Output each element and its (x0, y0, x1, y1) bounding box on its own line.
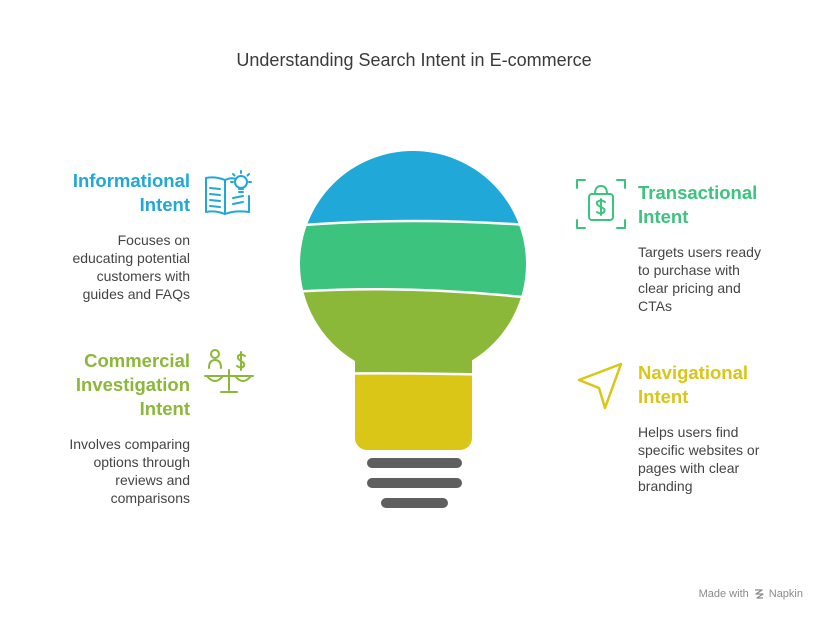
bulb-base-line-3 (381, 498, 448, 508)
intent-informational: Informational Intent Focuses on educatin… (0, 169, 190, 303)
intent-navigational: Navigational Intent Helps users find spe… (638, 361, 828, 495)
bulb-segment-navigational (300, 373, 526, 450)
navigation-arrow-icon (577, 362, 623, 410)
intent-transactional: Transactional Intent Targets users ready… (638, 181, 828, 315)
book-lightbulb-icon (205, 170, 252, 215)
diagram-title: Understanding Search Intent in E-commerc… (236, 50, 592, 70)
intent-commercial-description: Involves comparing options through revie… (69, 436, 190, 506)
bulb-segment-transactional (300, 221, 526, 299)
napkin-logo-icon (754, 589, 764, 599)
bulb-segment-commercial (300, 289, 526, 376)
intent-commercial: Commercial Investigation Intent Involves… (0, 349, 190, 507)
scale-person-dollar-icon (204, 349, 254, 393)
bulb-base-line-1 (367, 458, 462, 468)
bulb-segment-informational (300, 151, 526, 225)
intent-transactional-title: Transactional Intent (638, 182, 758, 227)
intent-navigational-title: Navigational Intent (638, 362, 748, 407)
shopping-bag-dollar-icon (576, 179, 626, 229)
intent-commercial-title: Commercial Investigation Intent (75, 350, 190, 419)
brand-name: Napkin (768, 588, 803, 600)
intent-informational-title: Informational Intent (72, 170, 190, 215)
made-with-napkin-badge[interactable]: Made with Napkin (699, 588, 803, 600)
intent-informational-description: Focuses on educating potential customers… (72, 232, 190, 302)
intent-navigational-description: Helps users find specific websites or pa… (638, 424, 760, 494)
intent-transactional-description: Targets users ready to purchase with cle… (638, 244, 761, 314)
bulb-base-line-2 (367, 478, 462, 488)
brand-prefix: Made with (698, 588, 749, 600)
